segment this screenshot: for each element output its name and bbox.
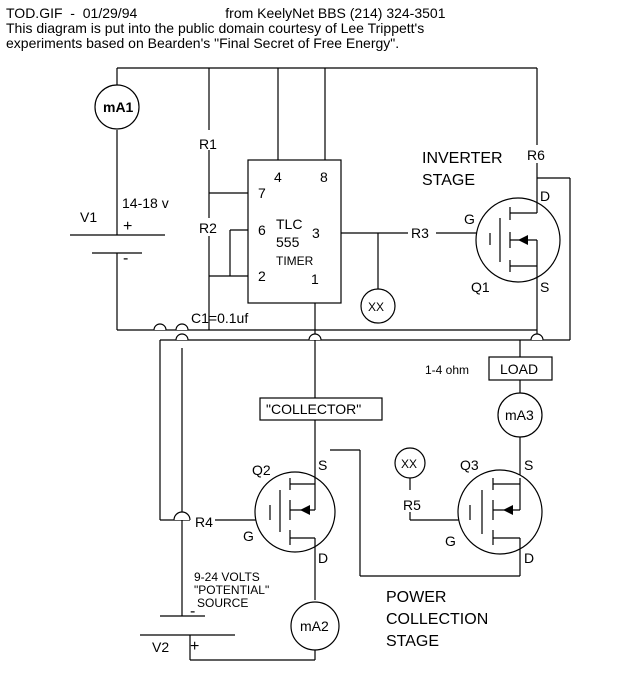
timer-line2: 555 [276, 234, 300, 250]
q3-source: S [524, 457, 533, 473]
timer-line1: TLC [276, 216, 302, 232]
r2-label: R2 [199, 220, 217, 236]
r6-label: R6 [527, 147, 545, 163]
header-line-2: This diagram is put into the public doma… [6, 20, 425, 36]
inverter-line2: STAGE [422, 172, 475, 189]
v2-plus: + [190, 638, 199, 655]
q1-source: S [540, 279, 549, 295]
pin-6: 6 [258, 222, 266, 238]
collector-label: "COLLECTOR" [266, 401, 361, 417]
mosfet-q3 [457, 469, 543, 556]
mosfet-q2 [254, 470, 336, 556]
q3-drain: D [524, 550, 534, 566]
crossovers [153, 323, 544, 521]
v2-line3: SOURCE [197, 596, 248, 610]
load-label: LOAD [500, 361, 538, 377]
wires-top [116, 67, 571, 341]
q1-drain: D [540, 188, 550, 204]
pin-7: 7 [258, 185, 266, 201]
pin-4: 4 [274, 169, 282, 185]
v2-line1: 9-24 VOLTS [194, 570, 260, 584]
pin-8: 8 [320, 169, 328, 185]
load-resistance: 1-4 ohm [425, 363, 469, 377]
meter-ma2 [290, 601, 340, 651]
q3-label: Q3 [460, 457, 479, 473]
meter-ma3 [497, 392, 543, 438]
header-line-3: experiments based on Bearden's "Final Se… [6, 35, 400, 51]
v2-line2: "POTENTIAL" [194, 583, 269, 597]
header-source: from KeelyNet BBS (214) 324-3501 [225, 5, 446, 21]
timer-line3: TIMER [276, 254, 314, 268]
v1-voltage: 14-18 v [122, 195, 169, 211]
capacitor-label: C1=0.1uf [191, 310, 248, 326]
header-filename: TOD.GIF [6, 5, 63, 21]
meter-ma2-label: mA2 [300, 618, 329, 634]
xx-top-label: XX [368, 300, 384, 314]
r5-label: R5 [403, 497, 421, 513]
v1-label: V1 [80, 209, 97, 225]
load-box [488, 356, 553, 381]
inverter-line1: INVERTER [422, 150, 503, 167]
power-stage-line2: COLLECTION [386, 611, 488, 628]
meter-ma1 [94, 84, 140, 130]
timer-ic [247, 159, 342, 304]
q1-label: Q1 [471, 279, 490, 295]
pin-1: 1 [311, 271, 319, 287]
xx-component-top [360, 288, 396, 324]
v1-plus: + [123, 218, 132, 235]
xx-mid-label: XX [401, 457, 417, 471]
q3-gate: G [445, 533, 456, 549]
pin-2: 2 [258, 268, 266, 284]
q2-drain: D [318, 550, 328, 566]
power-stage-line3: STAGE [386, 633, 439, 650]
q1-gate: G [464, 211, 475, 227]
meter-ma1-label: mA1 [103, 99, 134, 115]
v2-label: V2 [152, 639, 169, 655]
header-date: 01/29/94 [82, 5, 138, 21]
mosfet-q1 [475, 195, 561, 283]
wires-timer-output [325, 232, 491, 290]
power-stage-line1: POWER [386, 589, 446, 606]
r1-label: R1 [199, 136, 217, 152]
xx-component-mid [394, 447, 426, 479]
v1-minus: - [123, 250, 128, 267]
pin-3: 3 [312, 225, 320, 241]
q2-source: S [318, 457, 327, 473]
q2-label: Q2 [252, 462, 271, 478]
meter-ma3-label: mA3 [505, 407, 534, 423]
v2-minus: - [190, 603, 195, 620]
battery-v2 [140, 615, 235, 660]
q2-gate: G [243, 528, 254, 544]
collector-box [259, 397, 383, 421]
r3-label: R3 [411, 225, 429, 241]
r4-label: R4 [195, 514, 213, 530]
battery-v1 [70, 234, 165, 254]
